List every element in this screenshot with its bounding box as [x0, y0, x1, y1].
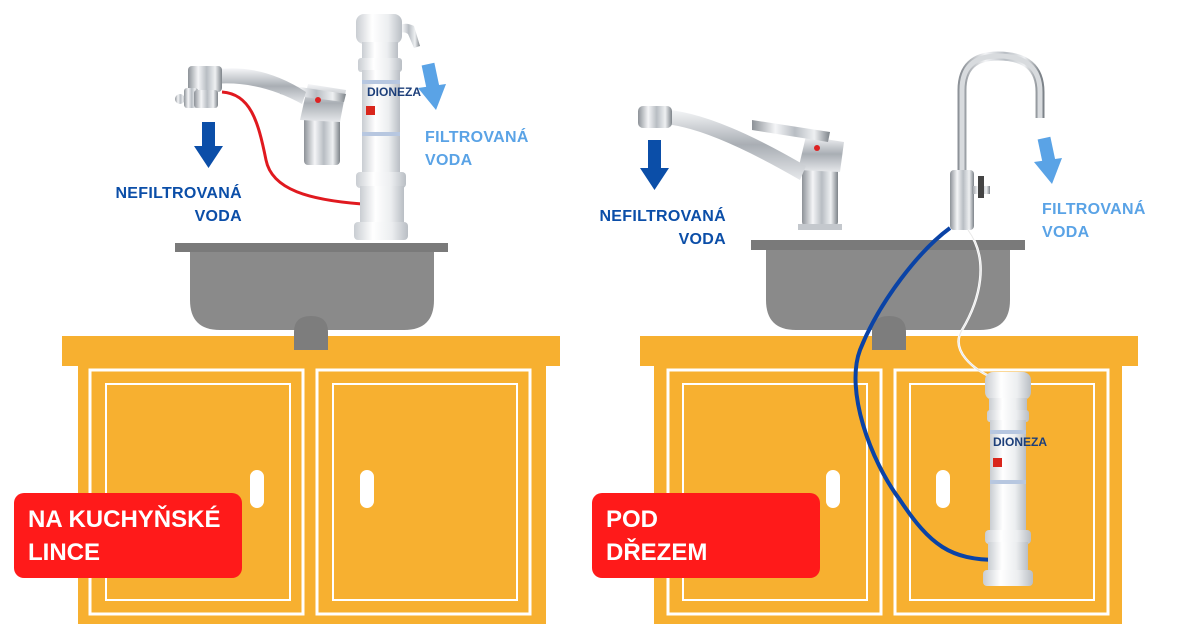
left-red-hose [221, 90, 363, 206]
right-badge-under-sink: POD DŘEZEM [592, 493, 820, 578]
left-badge-countertop: NA KUCHYŇSKÉ LINCE [14, 493, 242, 578]
left-faucet [175, 66, 346, 165]
right-unfiltered-arrow [640, 140, 669, 190]
left-unfiltered-arrow [194, 122, 223, 168]
left-cabinet [62, 336, 560, 624]
right-door-handle-1 [826, 470, 840, 508]
left-door-handle-1 [250, 470, 264, 508]
left-filter-brand: DIONEZA [367, 85, 421, 99]
right-sink [751, 240, 1025, 350]
right-filtered-water-label: FILTROVANÁ VODA [1042, 201, 1146, 241]
left-filtered-water-label: FILTROVANÁ VODA [425, 129, 529, 169]
left-door-handle-2 [360, 470, 374, 508]
left-sink [175, 243, 448, 350]
left-filtered-arrow [418, 62, 446, 110]
right-door-handle-2 [936, 470, 950, 508]
left-water-filter: DIONEZA [354, 14, 421, 240]
left-unfiltered-water-label: NEFILTROVANÁ VODA [115, 185, 242, 225]
right-faucet [638, 106, 844, 230]
right-water-filter: DIONEZA [983, 372, 1047, 586]
right-filter-brand: DIONEZA [993, 435, 1047, 449]
right-blue-hose [853, 226, 999, 562]
right-unfiltered-water-label: NEFILTROVANÁ VODA [599, 208, 726, 248]
right-filtered-arrow [1034, 136, 1062, 184]
right-filtered-faucet [950, 51, 1045, 230]
